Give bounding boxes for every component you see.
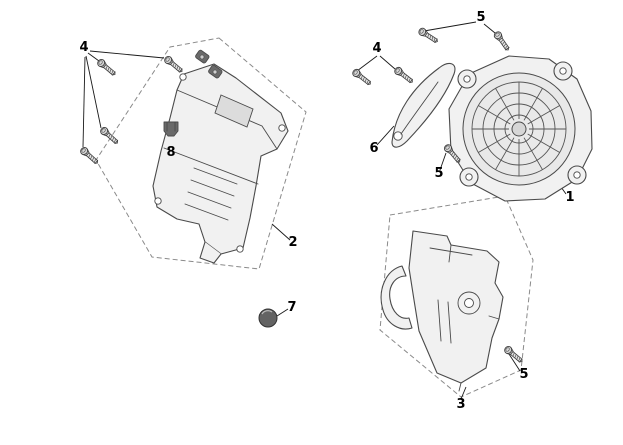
front-shroud-part (152, 63, 289, 264)
callout-4-right-label: 4 (372, 41, 381, 56)
callout-2-label: 2 (288, 235, 297, 250)
callout-3-label: 3 (456, 397, 465, 412)
grommet-part (258, 308, 278, 328)
callout-5-mid-label: 5 (434, 166, 443, 181)
callout-1-label: 1 (565, 190, 574, 205)
lower-shroud-part (380, 230, 504, 392)
clip-part (163, 121, 179, 137)
callout-6-label: 6 (369, 141, 378, 156)
callout-labels: 1 2 3 4 4 5 5 5 6 7 8 (79, 10, 574, 412)
fan-cover-part (448, 55, 593, 202)
callout-5-top-label: 5 (476, 10, 485, 25)
callout-5-bottom-label: 5 (519, 367, 528, 382)
callout-4-left-label: 4 (79, 40, 88, 55)
air-guide-part (391, 62, 456, 148)
callout-8-label: 8 (166, 145, 175, 160)
mounting-clip-icons (195, 49, 223, 79)
callout-7-label: 7 (287, 300, 296, 315)
assembly-boundary-left (95, 37, 307, 270)
